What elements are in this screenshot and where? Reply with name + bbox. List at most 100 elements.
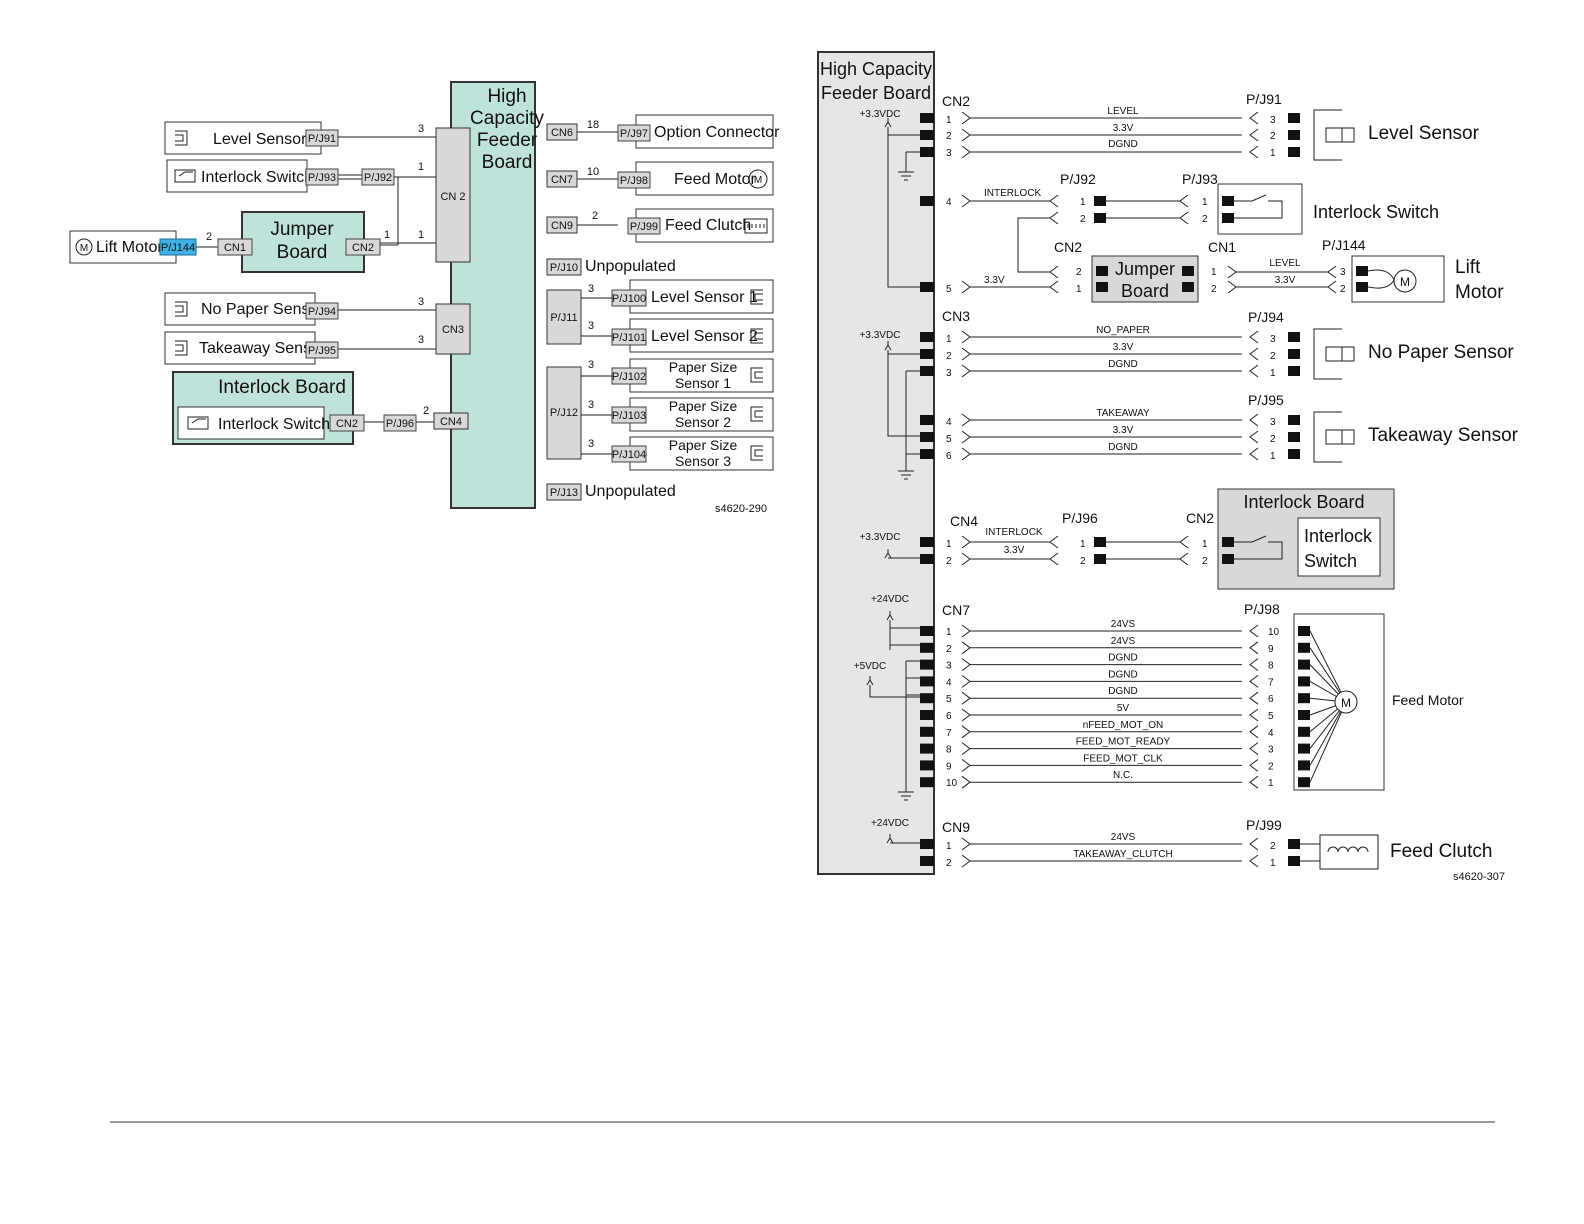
pj98-contact xyxy=(1249,691,1259,705)
cn7-contact xyxy=(961,759,971,772)
svg-text:P/J97: P/J97 xyxy=(620,128,648,140)
jumper-board-block xyxy=(241,211,365,273)
cn9-label-right: CN9 xyxy=(942,819,970,835)
takeaway-sensor-device: Takeaway Sensor xyxy=(1368,425,1519,446)
feed-motor-pin xyxy=(1298,743,1310,754)
pj144-pin-3: 3 xyxy=(1340,267,1346,278)
sensor-icon xyxy=(750,328,763,344)
cn7-pin-block xyxy=(920,743,934,754)
interlock-board-wires: 2 xyxy=(423,405,429,417)
pj93-label: P/J93 xyxy=(308,172,336,184)
cn2-label: CN 2 xyxy=(440,191,465,203)
pj144-pin-2: 2 xyxy=(1340,284,1346,295)
pj98-pin-number: 2 xyxy=(1268,761,1274,772)
cn7-contact xyxy=(961,742,971,755)
pj92-label: P/J92 xyxy=(364,172,392,184)
motor-icon xyxy=(1334,690,1358,714)
jumper-cn1-pin-1: 1 xyxy=(1211,267,1217,278)
cn7-pin-number: 10 xyxy=(946,778,958,789)
paper-size-2-label-2: Sensor 2 xyxy=(675,414,731,430)
pj98-tag xyxy=(617,171,651,189)
interlock-switch-device: Interlock Switch xyxy=(1313,202,1439,222)
paper-size-1-label-1: Paper Size xyxy=(669,359,738,375)
level-sensor-1-label: Level Sensor 1 xyxy=(651,289,758,306)
pj98-pin-number: 8 xyxy=(1268,661,1274,672)
switch-icon xyxy=(174,169,196,183)
no-paper-wires: 3 xyxy=(418,296,424,308)
pj96-label-right: P/J96 xyxy=(1062,510,1098,526)
hcf-board-title-4: Board xyxy=(482,152,533,173)
pj93-pin-1: 1 xyxy=(1202,197,1208,208)
lift-motor-device-1: Lift xyxy=(1455,257,1481,278)
cn7-pin-block xyxy=(920,626,934,636)
interlock-switch-box-2-right xyxy=(1297,517,1381,577)
pj94-pin-2: 2 xyxy=(1270,351,1276,362)
cn7-signal: DGND xyxy=(1108,669,1137,680)
cn2-sig-3: DGND xyxy=(1108,139,1137,150)
pj10-block xyxy=(546,258,582,276)
left-figure-id: s4620-290 xyxy=(715,503,767,515)
switch-icon xyxy=(1234,194,1283,219)
pj91-pin-2: 2 xyxy=(1270,131,1276,142)
pj103-label: P/J103 xyxy=(612,410,646,422)
interlock-switch-box xyxy=(166,159,308,193)
feed-motor-lead xyxy=(1309,701,1347,783)
cn7-pin-number: 5 xyxy=(946,694,952,705)
cn7-pin-number: 9 xyxy=(946,761,952,772)
switch-icon xyxy=(187,416,209,430)
rail-33v-cn3: +3.3VDC xyxy=(860,330,901,341)
pj98-pin-number: 3 xyxy=(1268,745,1274,756)
cn7-contact xyxy=(961,691,971,705)
jumper-board-title-1: Jumper xyxy=(270,219,334,240)
cn2-sig-2: 3.3V xyxy=(1113,123,1134,134)
interlock-board-cn2-label: CN2 xyxy=(336,418,358,430)
pj12-label: P/J12 xyxy=(550,407,578,419)
jumper-cn2-label-right: CN2 xyxy=(1054,239,1082,255)
cn3-sig-33v-b: 3.3V xyxy=(1113,425,1134,436)
hcf-board-title-2: Capacity xyxy=(470,108,544,129)
cn2-pin-4: 4 xyxy=(946,197,952,208)
cn2-pins xyxy=(920,113,934,157)
feed-clutch-wires: 2 xyxy=(592,210,598,222)
feed-motor-label: Feed Motor xyxy=(674,171,756,188)
takeaway-sensor-icon xyxy=(1313,411,1355,463)
pj98-contact xyxy=(1249,708,1259,722)
cn2-pin-2: 2 xyxy=(946,131,952,142)
sensor-icon xyxy=(175,130,188,146)
paper-size-3-wires: 3 xyxy=(588,438,594,450)
pj95-label-right: P/J95 xyxy=(1248,392,1284,408)
feed-clutch-device: Feed Clutch xyxy=(1390,841,1492,862)
pj95-pin-2: 2 xyxy=(1270,434,1276,445)
jumper-sig-33v: 3.3V xyxy=(1275,275,1296,286)
paper-size-3-label-1: Paper Size xyxy=(669,437,738,453)
cn7-pin-block xyxy=(920,642,934,653)
pj92-pin-1: 1 xyxy=(1080,197,1086,208)
sensor-icon xyxy=(750,289,763,305)
rail-24v-cn9: +24VDC xyxy=(871,818,909,829)
pj99-label: P/J99 xyxy=(630,221,658,233)
paper-size-2-wires: 3 xyxy=(588,399,594,411)
pj94-pin-3: 3 xyxy=(1270,334,1276,345)
cn2-label-right: CN2 xyxy=(942,93,970,109)
pj103-tag xyxy=(611,406,647,424)
pj144-label-right: P/J144 xyxy=(1322,237,1366,253)
level-sensor-box xyxy=(164,121,322,155)
cn6-label: CN6 xyxy=(551,127,573,139)
feed-motor-pin xyxy=(1298,676,1310,687)
pj10-unpopulated: Unpopulated xyxy=(585,258,676,275)
clutch-icon xyxy=(1300,834,1379,870)
cn7-contact xyxy=(961,725,971,739)
cn7-pin-number: 8 xyxy=(946,745,952,756)
cn3-sig-takeaway: TAKEAWAY xyxy=(1096,408,1150,419)
level-sensor-wires: 3 xyxy=(418,123,424,135)
level-sensor-2-box xyxy=(629,318,774,353)
cn9-label: CN9 xyxy=(551,220,573,232)
interlock-switch-box-right xyxy=(1217,183,1303,235)
feed-clutch-label: Feed Clutch xyxy=(665,217,751,234)
lift-motor-wires: 2 xyxy=(206,231,212,243)
level-sensor-icon xyxy=(1313,109,1355,161)
pj99-pin-1: 1 xyxy=(1270,858,1276,869)
cn7-pin-block xyxy=(920,760,934,771)
interlock-board-switch-box xyxy=(177,406,325,440)
pj100-tag xyxy=(611,289,647,307)
